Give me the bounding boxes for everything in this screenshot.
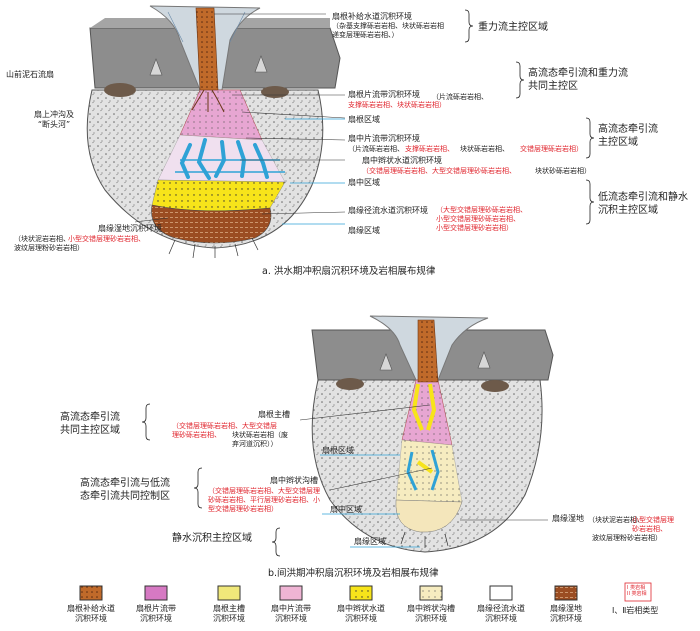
legend-type-label: Ⅰ、Ⅱ岩相类型 — [612, 606, 659, 615]
mid-sheet-env-title-a: 扇中片流带沉积环境 — [348, 134, 420, 143]
inner-sheet-env-detail-red-a: 支撑砾岩岩相、块状砾岩岩相） — [348, 101, 446, 109]
zone-label-b-3: 静水沉积主控区域 — [172, 533, 252, 544]
toe-detail-b: （块状泥岩岩相、 — [588, 516, 644, 524]
caption-a: a. 洪水期冲积扇沉积环境及岩相展布规律 — [262, 266, 436, 277]
legend-label-4: 扇中片流带 沉积环境 — [271, 604, 311, 623]
toe-detail-red-b: 小型交错层理 砂岩岩相、 — [632, 516, 674, 533]
feeder-env-detail-a: （杂基支撑砾岩岩相、块状砾岩岩相 递变层理砾岩岩相、） — [332, 22, 444, 39]
outer-zone-label-a: 扇缘区域 — [348, 226, 380, 235]
inner-channel-detail-b: 块状砾岩岩相（废 弃河道沉积）） — [232, 431, 288, 448]
outer-zone-label-b: 扇缘区域 — [354, 537, 386, 546]
zone-label-a-3: 高流态牵引流 主控区域 — [598, 124, 658, 148]
debris-fan-label: 山前泥石流扇 — [6, 70, 54, 79]
legend-label-8: 扇缘湿地 沉积环境 — [550, 604, 582, 623]
legend-label-3: 扇根主槽 沉积环境 — [213, 604, 245, 623]
inner-sheet-env-title-a: 扇根片流带沉积环境 — [348, 90, 420, 99]
mid-channel-detail-red-b: （交错层理砾岩岩相、大型交错层理 砂砾岩岩相、平行层理砂岩岩相、小 型交错层理砂… — [208, 487, 320, 513]
legend-label-2: 扇根片流带 沉积环境 — [136, 604, 176, 623]
zone-label-b-1: 高流态牵引流 共同主控区域 — [60, 412, 120, 436]
legend-label-7: 扇缘径流水道 沉积环境 — [477, 604, 525, 623]
outer-env-detail-red-a: （大型交错层理砂砾岩岩相、 小型交错层理砂砾岩岩相、 小型交错层理砂岩岩相） — [436, 206, 527, 232]
mid-channel-title-b: 扇中辫状沟槽 — [270, 476, 318, 485]
caption-b: b.间洪期冲积扇沉积环境及岩相展布规律 — [268, 568, 439, 579]
gully-label: 扇上冲沟及 “断头河” — [34, 110, 74, 129]
legend-type-box: I 类岩相 II 类岩相 — [627, 585, 647, 597]
panel-b — [141, 315, 554, 557]
mid-braided-a — [151, 179, 286, 212]
outer-channel-b — [395, 499, 463, 533]
zone-label-a-1: 重力流主控区域 — [478, 22, 548, 33]
inner-zone-label-a: 扇根区域 — [348, 115, 380, 124]
feeder-channel-a — [195, 7, 219, 91]
legend-label-5: 扇中辫状水道 沉积环境 — [337, 604, 385, 623]
panel-a — [86, 5, 595, 259]
feeder-env-title-a: 扇根补给水道沉积环境 — [332, 12, 412, 21]
mid-sheet-env-detail-a: （片流砾岩岩相、 — [348, 145, 404, 153]
fan-toe-a — [151, 204, 272, 244]
mid-braided-env-title-a: 扇中辫状水道沉积环境 — [362, 156, 442, 165]
zone-label-a-4: 低流态牵引流和静水 沉积主控区域 — [598, 192, 688, 216]
zone-label-a-2: 高流态牵引流和重力流 共同主控区 — [528, 68, 628, 92]
inner-zone-label-b: 扇根区域 — [322, 446, 354, 455]
inner-sheet-env-detail-a: （片流砾岩岩相、 — [432, 93, 488, 101]
outer-env-title-a: 扇缘径流水道沉积环境 — [348, 206, 428, 215]
legend-label-1: 扇根补给水道 沉积环境 — [67, 604, 115, 623]
mid-sheet-env-detail-red-a: 支撑砾岩岩相、 — [405, 145, 454, 153]
toe-detail2-b: 波纹层理粉砂岩岩相） — [592, 534, 662, 542]
feeder-channel-b — [417, 319, 439, 383]
mid-sheet-env-detail2-a: 块状砾岩岩相、 — [460, 145, 509, 153]
legend-swatches — [79, 582, 652, 602]
mid-zone-label-a: 扇中区域 — [348, 178, 380, 187]
toe-env-detail-a: （块状泥岩岩相、 — [14, 235, 70, 243]
toe-env-detail2-a: 波纹层理粉砂岩岩相） — [14, 244, 84, 252]
inner-channel-detail-red-b: （交错层理砾岩岩相、大型交错层 理砂砾岩岩相、 — [172, 422, 277, 439]
mid-braided-env-detail-red-a: （交错层理砾岩岩相、大型交错层理砂砾岩岩相、 — [362, 167, 516, 175]
toe-env-title-a: 扇缘湿地沉积环境 — [98, 224, 162, 233]
mid-zone-label-b: 扇中区域 — [330, 505, 362, 514]
inner-channel-title-b: 扇根主槽 — [258, 410, 290, 419]
mid-braided-env-detail-a: 块状砂砾岩岩相） — [535, 167, 591, 175]
zone-label-b-2: 高流态牵引流与低流 态牵引流共同控制区 — [80, 478, 170, 502]
legend-label-6: 扇中辫状沟槽 沉积环境 — [407, 604, 455, 623]
mid-sheet-env-detail-red2-a: 交错层理砾岩岩相） — [520, 145, 583, 153]
toe-title-b: 扇缘湿地 — [552, 514, 584, 523]
toe-env-detail-red-a: 小型交错层理砂岩岩相、 — [68, 235, 145, 243]
